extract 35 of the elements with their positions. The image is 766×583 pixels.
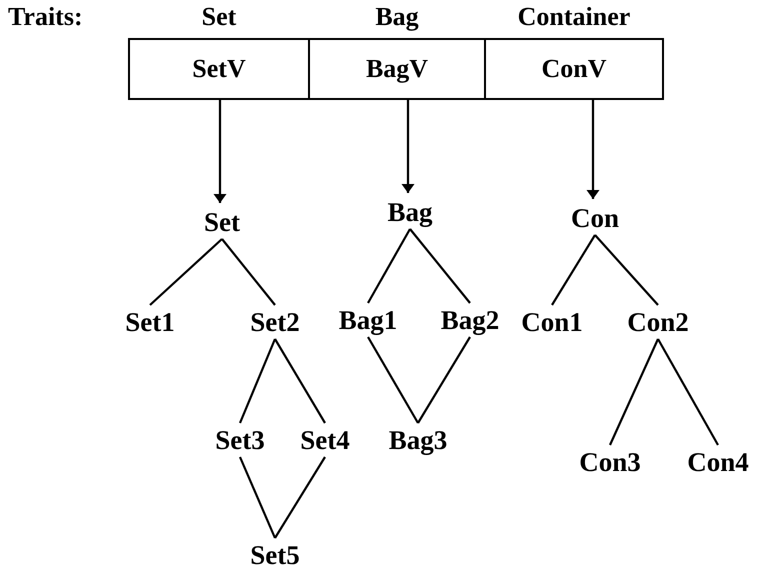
tree-node-label: Con <box>547 201 643 235</box>
connector-line <box>367 336 419 424</box>
tree-node-label: Set5 <box>227 538 323 572</box>
arrow <box>404 100 412 193</box>
tree-node-label: Set2 <box>227 305 323 339</box>
tree-node-label: Bag3 <box>370 423 466 457</box>
trait-heading: Container <box>518 1 630 33</box>
connector-line <box>238 338 276 424</box>
traits-label: Traits: <box>8 1 83 33</box>
trait-version-label: SetV <box>192 54 246 84</box>
tree-node-label: Con4 <box>670 445 766 479</box>
connector-line <box>149 238 223 306</box>
tree-node-label: Set <box>174 205 270 239</box>
connector-line <box>417 336 471 424</box>
tree-node-label: Bag1 <box>320 303 416 337</box>
connector-line <box>551 234 596 306</box>
connector-line <box>409 228 471 304</box>
trait-heading: Set <box>202 1 236 33</box>
tree-node-label: Con3 <box>562 445 658 479</box>
arrow <box>588 100 598 199</box>
connector-line <box>274 456 326 539</box>
trait-version-label: BagV <box>366 54 428 84</box>
connector-line <box>657 338 719 446</box>
tree-node-label: Con2 <box>610 305 706 339</box>
arrow <box>216 100 224 203</box>
connector-line <box>221 238 276 306</box>
connector-line <box>594 234 659 306</box>
trait-version-label: ConV <box>541 54 606 84</box>
trait-heading: Bag <box>375 1 419 33</box>
connector-line <box>367 228 411 304</box>
connector-line <box>274 338 326 424</box>
connector-line <box>609 338 659 446</box>
tree-node-label: Bag <box>362 195 458 229</box>
connector-line <box>239 456 276 538</box>
tree-node-label: Set1 <box>102 305 198 339</box>
